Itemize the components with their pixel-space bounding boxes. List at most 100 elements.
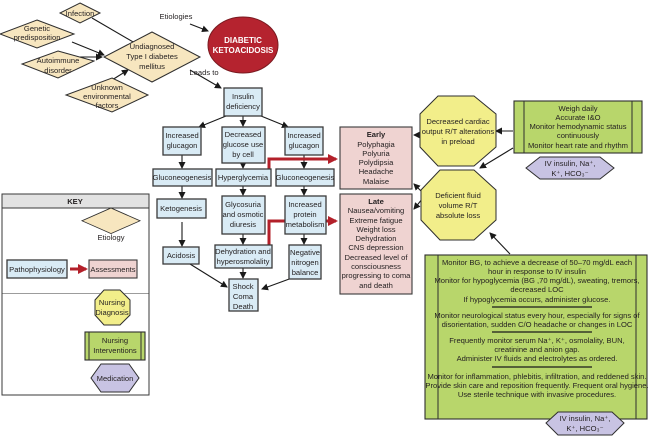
etiology-genetic-line1: Genetic bbox=[24, 24, 50, 33]
assessment-item: Dehydration bbox=[356, 234, 397, 243]
patho-text: Insulin bbox=[232, 92, 254, 101]
assessment-item: Malaise bbox=[363, 177, 389, 186]
assessment-item: progressing to coma bbox=[342, 271, 412, 280]
patho-text: Increased bbox=[287, 131, 320, 140]
patho-text: Glycosuria bbox=[225, 200, 262, 209]
patho-text: metabolism bbox=[286, 220, 325, 229]
nursing-interventions-top: Weigh daily Accurate I&O Monitor hemodyn… bbox=[513, 100, 643, 154]
key-pathophysiology: Pathophysiology bbox=[6, 259, 68, 279]
intervention-item: If hypoglycemia occurs, administer gluco… bbox=[464, 295, 611, 304]
nursing-diagnosis-fluid: Deficient fluid volume R/T absolute loss bbox=[420, 169, 497, 241]
intervention-item: hour in response to IV insulin bbox=[488, 267, 586, 276]
undiagnosed-line3: mellitus bbox=[139, 62, 165, 71]
intervention-item: Use sterile technique with invasive proc… bbox=[458, 390, 616, 399]
arrow-environmental bbox=[111, 69, 129, 81]
nd-text: Decreased cardiac bbox=[426, 117, 490, 126]
title-circle: DIABETIC KETOACIDOSIS bbox=[207, 16, 279, 74]
key-assessments-label: Assessments bbox=[90, 265, 135, 274]
patho-acidosis: Acidosis bbox=[162, 246, 200, 265]
intervention-item: disorientation, sudden C/O headache or c… bbox=[442, 320, 633, 329]
arrow-genetic bbox=[71, 41, 105, 56]
nd-text: Deficient fluid bbox=[435, 191, 481, 200]
assessment-early: Early Polyphagia Polyuria Polydipsia Hea… bbox=[339, 126, 413, 190]
arrow-leads-to bbox=[189, 69, 222, 89]
assessment-late-heading: Late bbox=[368, 197, 384, 206]
arrow-int-bottom-fluid bbox=[489, 232, 511, 255]
nd-text: volume R/T bbox=[439, 201, 478, 210]
key-heading: KEY bbox=[67, 197, 83, 206]
patho-text: deficiency bbox=[226, 102, 260, 111]
patho-ketogenesis: Ketogenesis bbox=[156, 198, 207, 219]
patho-text: and osmotic bbox=[223, 210, 264, 219]
intervention-item: Monitor for hypoglycemia (BG ,70 mg/dL),… bbox=[434, 276, 639, 285]
patho-glycosuria: Glycosuria and osmotic diuresis bbox=[221, 195, 266, 235]
key-nd-line1: Nursing bbox=[99, 298, 125, 307]
patho-text: diuresis bbox=[230, 220, 256, 229]
key-pathophysiology-label: Pathophysiology bbox=[9, 265, 65, 274]
patho-text: by cell bbox=[232, 150, 254, 159]
nd-text: in preload bbox=[441, 137, 474, 146]
intervention-item: Monitor for inflammation, phlebitis, inf… bbox=[427, 372, 646, 381]
patho-text: Death bbox=[233, 302, 253, 311]
patho-increased-glucagon-right: Increased glucagon bbox=[284, 126, 324, 156]
etiology-environmental-line3: factors bbox=[96, 101, 119, 110]
etiology-autoimmune: Autoimmune disorder bbox=[20, 50, 96, 79]
intervention-item: creatinine and anion gap. bbox=[494, 345, 579, 354]
intervention-item: Provide skin care and reposition frequen… bbox=[425, 381, 648, 390]
title-line2: KETOACIDOSIS bbox=[213, 46, 274, 55]
patho-text: Dehydration and bbox=[215, 247, 271, 256]
etiology-infection-text: Infection bbox=[66, 9, 95, 18]
assessment-item: consciousness bbox=[351, 262, 401, 271]
patho-text: Decreased bbox=[225, 130, 262, 139]
intervention-item: decreased LOC bbox=[510, 285, 564, 294]
assessment-item: Decreased level of bbox=[345, 253, 409, 262]
intervention-item: Frequently monitor serum Na⁺, K⁺, osmola… bbox=[449, 336, 624, 345]
key-nd-line2: Diagnosis bbox=[95, 308, 129, 317]
etiology-undiagnosed-dm: Undiagnosed Type I diabetes mellitus bbox=[102, 31, 202, 83]
etiology-environmental-line2: environmental bbox=[83, 92, 131, 101]
legend-key-lower: Nursing Diagnosis Nursing Interventions … bbox=[1, 289, 150, 396]
key-medication-label: Medication bbox=[97, 374, 134, 383]
medication-text: K⁺, HCO₃⁻ bbox=[566, 424, 603, 433]
etiology-autoimmune-line2: disorder bbox=[44, 66, 72, 75]
assessment-late: Late Nausea/vomiting Extreme fatigue Wei… bbox=[339, 193, 413, 295]
key-etiology-label: Etiology bbox=[97, 233, 124, 242]
patho-nitrogen-balance: Negative nitrogen balance bbox=[288, 244, 322, 280]
intervention-item: Accurate I&O bbox=[555, 113, 600, 122]
arrow-insulin-glucagon-right bbox=[260, 115, 289, 128]
patho-text: Gluconeogenesis bbox=[276, 173, 335, 182]
arrow-infection bbox=[91, 17, 141, 47]
patho-hyperglycemia: Hyperglycemia bbox=[215, 168, 272, 187]
arrow-acidosis-shock bbox=[189, 263, 228, 288]
patho-text: glucagon bbox=[289, 141, 320, 150]
patho-text: Ketogenesis bbox=[160, 204, 202, 213]
key-nursing-diagnosis: Nursing Diagnosis bbox=[94, 289, 131, 326]
nursing-diagnosis-cardiac: Decreased cardiac output R/T alterations… bbox=[419, 95, 497, 167]
patho-text: Increased bbox=[165, 131, 198, 140]
patho-text: glucose use bbox=[223, 140, 264, 149]
medication-bottom: IV insulin, Na⁺, K⁺, HCO₃⁻ bbox=[545, 411, 625, 436]
legend-key: KEY Etiology Pathophysiology Assessments bbox=[1, 193, 150, 295]
title-line1: DIABETIC bbox=[224, 36, 262, 45]
patho-decreased-glucose-use: Decreased glucose use by cell bbox=[221, 126, 266, 164]
patho-text: Acidosis bbox=[167, 251, 195, 260]
medication-text: IV insulin, Na⁺, bbox=[545, 159, 596, 168]
patho-text: balance bbox=[292, 268, 319, 277]
assessment-item: Extreme fatigue bbox=[349, 216, 402, 225]
assessment-item: Weight loss bbox=[356, 225, 395, 234]
intervention-item: Monitor heart rate and rhythm bbox=[528, 141, 628, 150]
key-medication: Medication bbox=[90, 363, 140, 393]
intervention-item: Weigh daily bbox=[558, 104, 597, 113]
assessment-item: and death bbox=[359, 281, 393, 290]
medication-top: IV insulin, Na⁺, K⁺, HCO₃⁻ bbox=[525, 156, 615, 180]
arrow-etiologies bbox=[189, 23, 209, 33]
patho-text: Hyperglycemia bbox=[218, 173, 269, 182]
patho-dehydration: Dehydration and hyperosmolality bbox=[214, 244, 273, 269]
key-ni-line1: Nursing bbox=[102, 336, 128, 345]
patho-text: Shock bbox=[232, 282, 253, 291]
nursing-interventions-bottom: Monitor BG, to achieve a decrease of 50–… bbox=[424, 254, 649, 420]
medication-text: K⁺, HCO₃⁻ bbox=[551, 169, 588, 178]
arrow-int-fluid bbox=[479, 147, 514, 169]
assessment-item: CNS depression bbox=[348, 243, 403, 252]
